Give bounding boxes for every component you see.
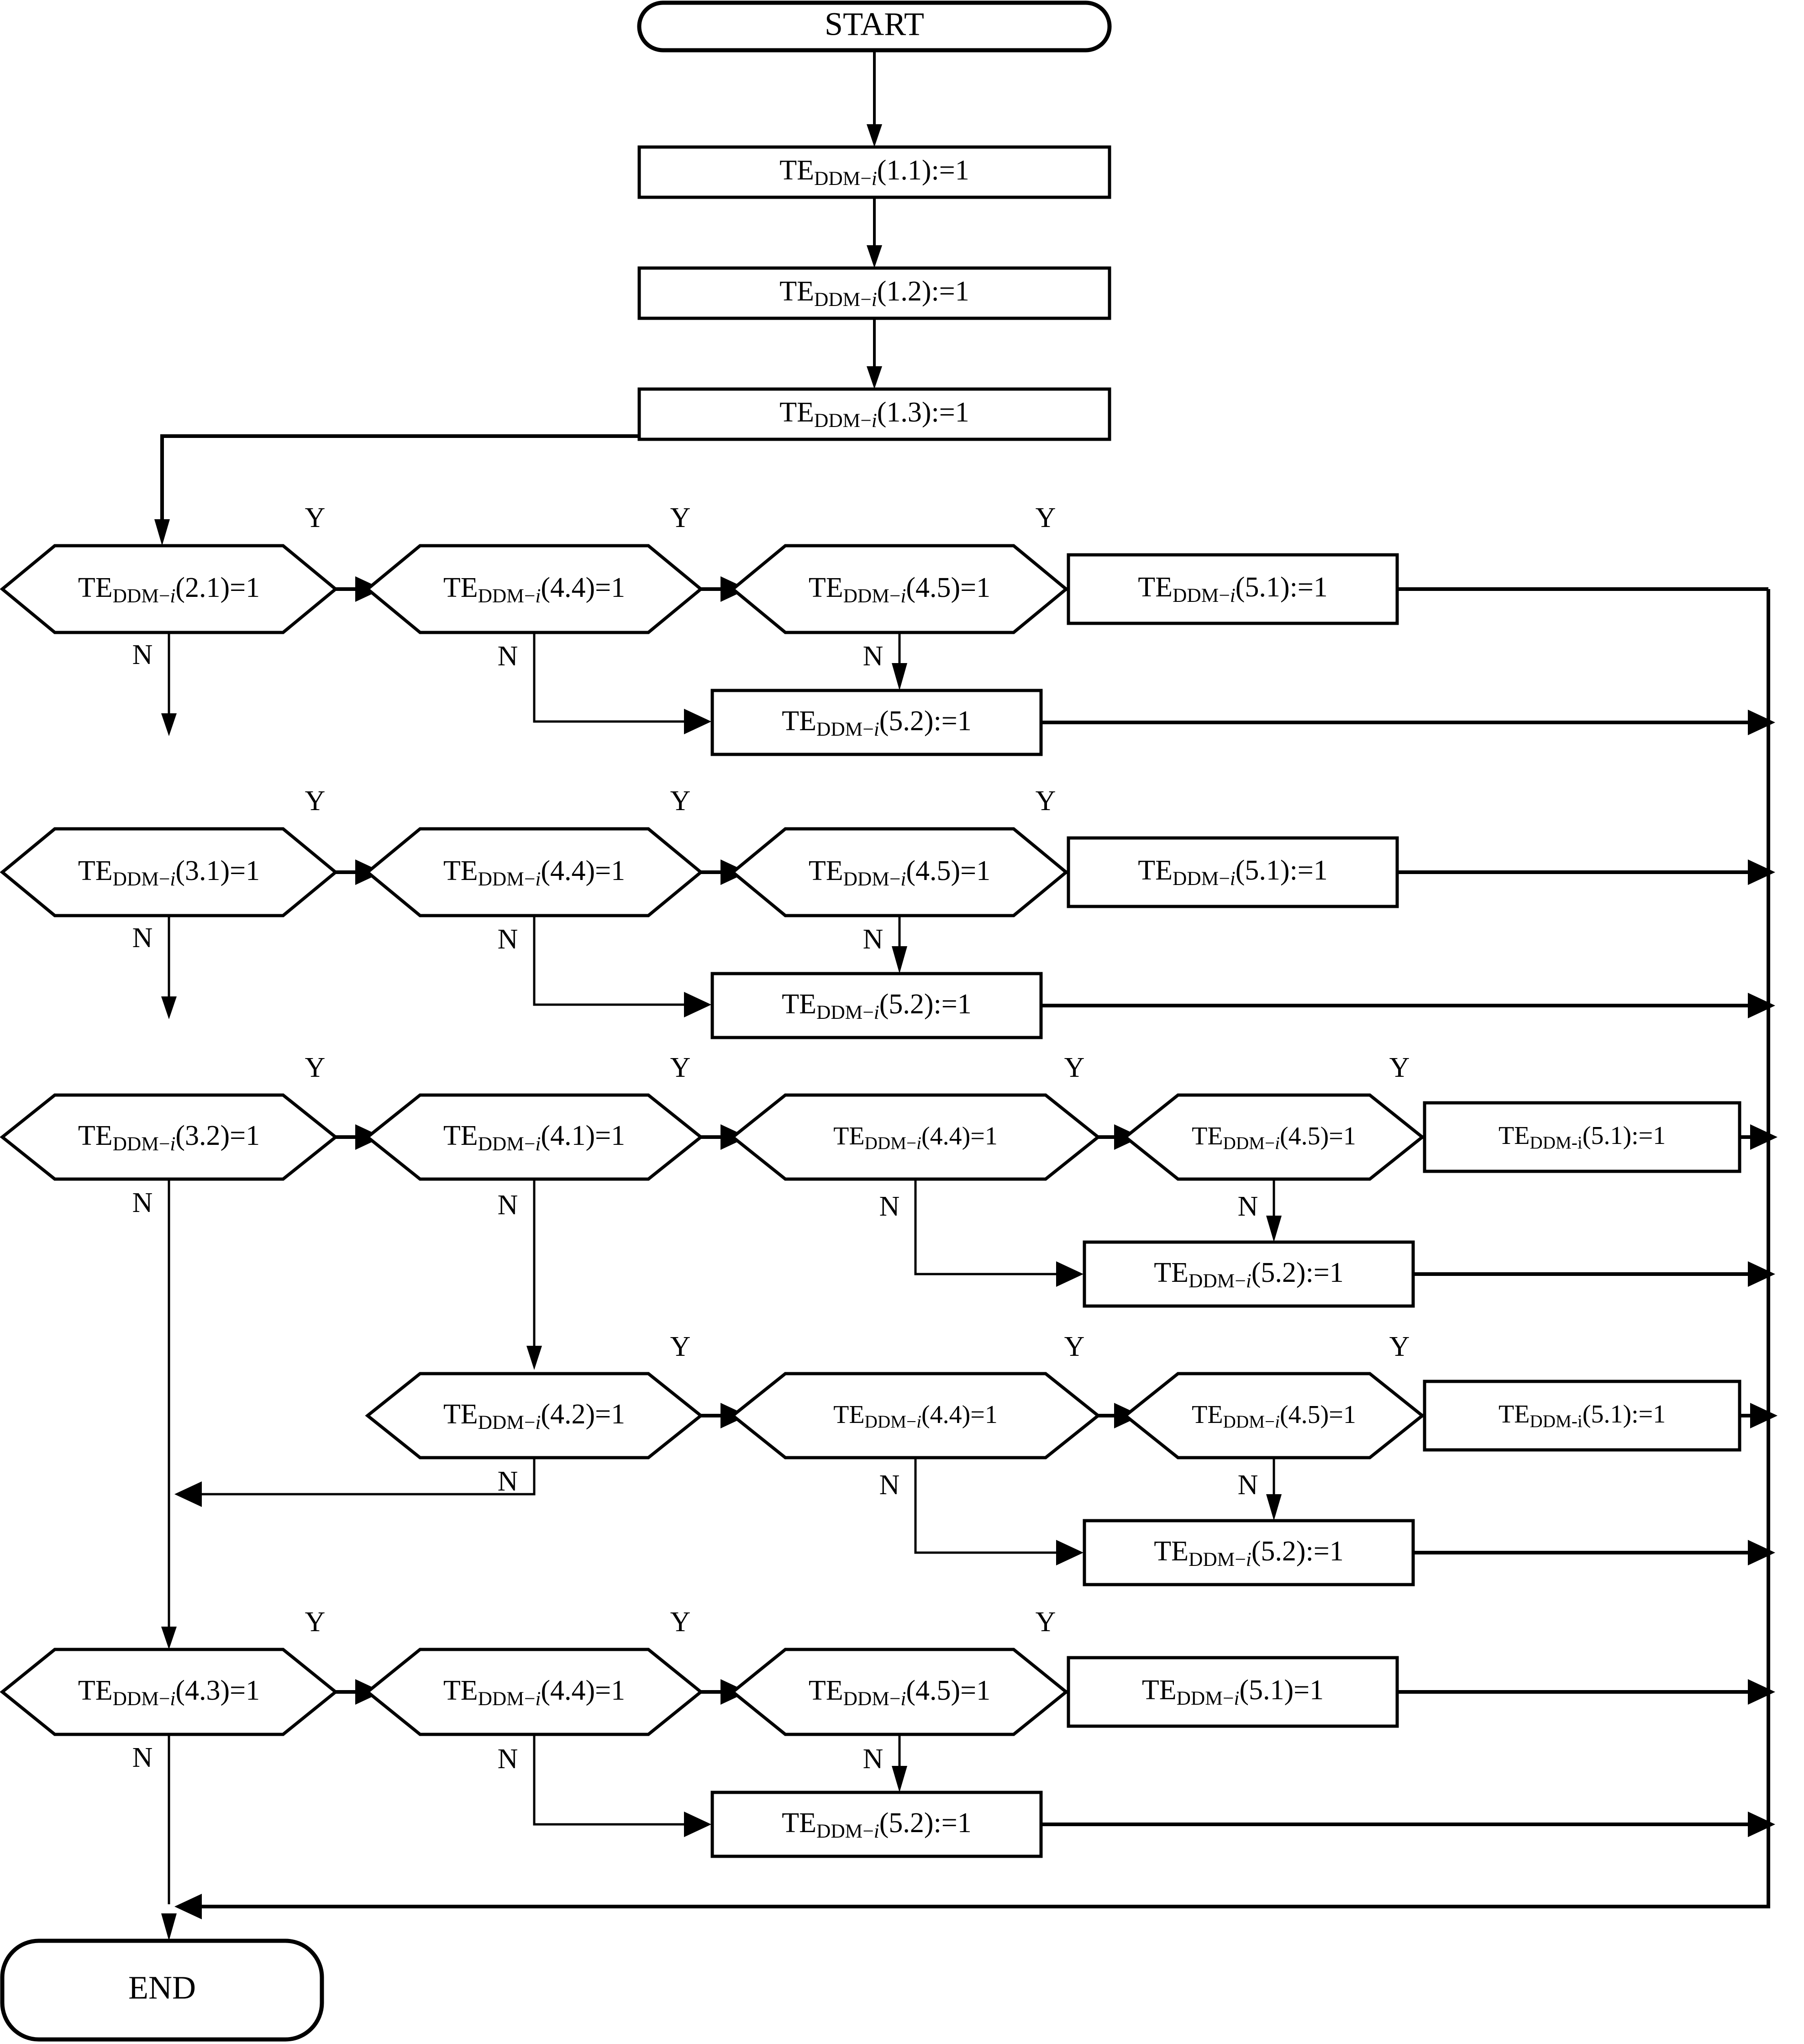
node-decision-4-3: TEDDM−i(4.3)=1 [0, 1648, 338, 1736]
decision-4-3-4-4-label: TEDDM−i(4.4)=1 [443, 1675, 625, 1710]
decision-3-1-4-5-label: TEDDM−i(4.5)=1 [809, 855, 990, 890]
branch-label-no: N [132, 1187, 153, 1218]
node-decision-4-2: TEDDM−i(4.2)=1 [365, 1372, 704, 1459]
branch-label-no: N [1238, 1191, 1258, 1222]
branch-label-no: N [879, 1470, 900, 1501]
node-process-1-2: TEDDM−i(1.2):=1 [637, 266, 1111, 320]
branch-label-yes: Y [305, 502, 326, 533]
branch-label-no: N [863, 924, 884, 955]
node-action-3-1-5-1: TEDDM−i(5.1):=1 [1067, 836, 1399, 908]
node-action-4-2-5-2: TEDDM−i(5.2):=1 [1083, 1519, 1415, 1586]
branch-label-no: N [498, 1190, 518, 1221]
decision-2-1-4-5-label: TEDDM−i(4.5)=1 [809, 572, 990, 607]
node-action-4-2-5-1: TEDDM-i(5.1):=1 [1423, 1380, 1741, 1452]
branch-label-yes: Y [1036, 1607, 1056, 1638]
node-action-3-2-5-2: TEDDM−i(5.2):=1 [1083, 1240, 1415, 1308]
branch-label-no: N [863, 641, 884, 672]
node-end: END [0, 1939, 324, 2042]
branch-label-yes: Y [670, 1607, 691, 1638]
node-action-4-3-5-2: TEDDM−i(5.2):=1 [710, 1791, 1043, 1858]
decision-4-3-4-5-label: TEDDM−i(4.5)=1 [809, 1675, 990, 1710]
branch-label-yes: Y [305, 1052, 326, 1083]
branch-label-yes: Y [1389, 1331, 1410, 1362]
branch-label-yes: Y [1389, 1052, 1410, 1083]
branch-label-no: N [132, 1742, 153, 1773]
branch-label-yes: Y [305, 1607, 326, 1638]
node-action-2-1-5-2: TEDDM−i(5.2):=1 [710, 689, 1043, 756]
node-process-1-3: TEDDM−i(1.3):=1 [637, 387, 1111, 441]
node-decision-4-3-4-4: TEDDM−i(4.4)=1 [365, 1648, 704, 1736]
node-decision-3-2-4-1: TEDDM−i(4.1)=1 [365, 1093, 704, 1181]
branch-label-no: N [132, 639, 153, 670]
decision-4-2-4-4-label: TEDDM−i(4.4)=1 [833, 1401, 998, 1432]
decision-3-1-4-4-label: TEDDM−i(4.4)=1 [443, 855, 625, 890]
action-2-1-5-1-label: TEDDM−i(5.1):=1 [1138, 572, 1328, 606]
node-decision-2-1: TEDDM−i(2.1)=1 [0, 544, 338, 634]
branch-label-no: N [498, 641, 518, 672]
action-3-1-5-2-label: TEDDM−i(5.2):=1 [782, 989, 972, 1023]
node-decision-3-1-4-5: TEDDM−i(4.5)=1 [730, 827, 1069, 917]
decision-2-1-label: TEDDM−i(2.1)=1 [78, 572, 260, 607]
node-decision-4-3-4-5: TEDDM−i(4.5)=1 [730, 1648, 1069, 1736]
node-decision-4-2-4-4: TEDDM−i(4.4)=1 [730, 1372, 1101, 1459]
node-decision-2-1-4-5: TEDDM−i(4.5)=1 [730, 544, 1069, 634]
branch-label-yes: Y [1036, 502, 1056, 533]
start-label: START [825, 6, 924, 42]
decision-3-2-4-5-label: TEDDM−i(4.5)=1 [1192, 1122, 1356, 1153]
end-label: END [128, 1970, 196, 2006]
action-4-2-5-1-label: TEDDM-i(5.1):=1 [1499, 1400, 1666, 1431]
decision-4-2-label: TEDDM−i(4.2)=1 [443, 1399, 625, 1433]
node-decision-2-1-4-4: TEDDM−i(4.4)=1 [365, 544, 704, 634]
node-decision-4-2-4-5: TEDDM−i(4.5)=1 [1123, 1372, 1425, 1459]
node-action-4-3-5-1: TEDDM−i(5.1)=1 [1067, 1656, 1399, 1728]
decision-3-2-label: TEDDM−i(3.2)=1 [78, 1120, 260, 1155]
process-1-1-label: TEDDM−i(1.1):=1 [779, 155, 969, 190]
action-4-3-5-1-label: TEDDM−i(5.1)=1 [1142, 1675, 1324, 1709]
branch-label-yes: Y [1036, 785, 1056, 817]
action-3-1-5-1-label: TEDDM−i(5.1):=1 [1138, 855, 1328, 890]
decision-3-2-4-1-label: TEDDM−i(4.1)=1 [443, 1120, 625, 1155]
branch-label-no: N [1238, 1470, 1258, 1501]
branch-label-no: N [879, 1191, 900, 1222]
action-4-2-5-2-label: TEDDM−i(5.2):=1 [1154, 1536, 1344, 1570]
node-decision-3-1-4-4: TEDDM−i(4.4)=1 [365, 827, 704, 917]
decision-4-2-4-5-label: TEDDM−i(4.5)=1 [1192, 1401, 1356, 1432]
node-decision-3-2-4-5: TEDDM−i(4.5)=1 [1123, 1093, 1425, 1181]
branch-label-yes: Y [670, 1331, 691, 1362]
decision-2-1-4-4-label: TEDDM−i(4.4)=1 [443, 572, 625, 607]
node-action-3-2-5-1: TEDDM-i(5.1):=1 [1423, 1101, 1741, 1173]
action-2-1-5-2-label: TEDDM−i(5.2):=1 [782, 706, 972, 740]
action-4-3-5-2-label: TEDDM−i(5.2):=1 [782, 1807, 972, 1842]
branch-label-no: N [498, 1466, 518, 1497]
node-start: START [637, 0, 1112, 53]
branch-label-no: N [863, 1744, 884, 1775]
branch-label-yes: Y [305, 785, 326, 817]
node-decision-3-1: TEDDM−i(3.1)=1 [0, 827, 338, 917]
node-action-3-1-5-2: TEDDM−i(5.2):=1 [710, 972, 1043, 1039]
action-3-2-5-2-label: TEDDM−i(5.2):=1 [1154, 1257, 1344, 1292]
decision-3-2-4-4-label: TEDDM−i(4.4)=1 [833, 1122, 998, 1153]
process-1-3-label: TEDDM−i(1.3):=1 [779, 397, 969, 432]
node-process-1-1: TEDDM−i(1.1):=1 [637, 145, 1111, 199]
decision-4-3-label: TEDDM−i(4.3)=1 [78, 1675, 260, 1710]
decision-3-1-label: TEDDM−i(3.1)=1 [78, 855, 260, 890]
action-3-2-5-1-label: TEDDM-i(5.1):=1 [1499, 1122, 1666, 1153]
branch-label-yes: Y [670, 1052, 691, 1083]
branch-label-yes: Y [1064, 1331, 1085, 1362]
branch-label-no: N [498, 1744, 518, 1775]
branch-label-no: N [132, 922, 153, 954]
branch-label-no: N [498, 924, 518, 955]
branch-label-yes: Y [1064, 1052, 1085, 1083]
branch-label-yes: Y [670, 785, 691, 817]
node-decision-3-2-4-4: TEDDM−i(4.4)=1 [730, 1093, 1101, 1181]
node-decision-3-2: TEDDM−i(3.2)=1 [0, 1093, 338, 1181]
node-action-2-1-5-1: TEDDM−i(5.1):=1 [1067, 553, 1399, 625]
branch-label-yes: Y [670, 502, 691, 533]
process-1-2-label: TEDDM−i(1.2):=1 [779, 276, 969, 311]
